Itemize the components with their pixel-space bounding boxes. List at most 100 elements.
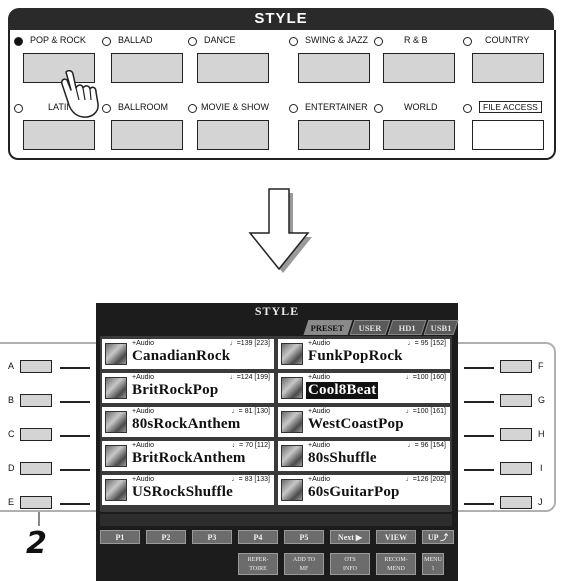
world-button[interactable] (383, 120, 455, 150)
tab-user[interactable]: USER (349, 320, 391, 335)
style-thumbnail-icon (281, 377, 303, 399)
r-and-b-led-indicator (374, 37, 383, 46)
down-arrow-icon (248, 188, 312, 273)
latin-label: LATIN (48, 102, 73, 112)
ots-info-button[interactable]: OTS INFO (330, 553, 370, 575)
side-button-j[interactable] (500, 496, 532, 509)
add-to-mf-button[interactable]: ADD TO MF (284, 553, 324, 575)
page-p1-button[interactable]: P1 (100, 530, 140, 544)
movie-show-button[interactable] (197, 120, 269, 150)
dance-led-indicator (188, 37, 197, 46)
side-connector (464, 401, 494, 403)
recommend-button[interactable]: RECOM- MEND (376, 553, 416, 575)
style-thumbnail-icon (105, 445, 127, 467)
style-list: +Audio ♩=139 [223] CanadianRock +Audio ♩… (100, 336, 452, 512)
side-button-b[interactable] (20, 394, 52, 407)
country-led-indicator (463, 37, 472, 46)
pop-rock-button[interactable] (23, 53, 95, 83)
tab-usb1[interactable]: USB1 (423, 320, 459, 335)
ballroom-button[interactable] (111, 120, 183, 150)
swing-jazz-label: SWING & JAZZ (305, 35, 368, 45)
page-p3-button[interactable]: P3 (192, 530, 232, 544)
side-label-e: E (8, 497, 15, 507)
side-button-c[interactable] (20, 428, 52, 441)
style-item-d[interactable]: +Audio ♩= 70 [112] BritRockAnthem (102, 441, 274, 471)
style-thumbnail-icon (281, 411, 303, 433)
file-access-button[interactable] (472, 120, 544, 150)
entertainer-label: ENTERTAINER (305, 102, 368, 112)
repertoire-button[interactable]: REPER- TOIRE (238, 553, 278, 575)
side-label-a: A (8, 361, 15, 371)
entertainer-led-indicator (289, 104, 298, 113)
side-button-a[interactable] (20, 360, 52, 373)
up-button[interactable]: UP ⤴ (422, 530, 454, 544)
audio-tag: +Audio (132, 374, 154, 381)
tempo-readout: ♩= 83 [133] (231, 476, 270, 483)
side-label-c: C (8, 429, 15, 439)
side-label-b: B (8, 395, 15, 405)
style-item-i[interactable]: +Audio ♩= 96 [154] 80sShuffle (278, 441, 450, 471)
side-label-f: F (538, 361, 544, 371)
audio-tag: +Audio (132, 408, 154, 415)
page-p4-button[interactable]: P4 (238, 530, 278, 544)
style-item-a[interactable]: +Audio ♩=139 [223] CanadianRock (102, 339, 274, 369)
file-access-label: FILE ACCESS (479, 101, 542, 113)
view-button[interactable]: VIEW (376, 530, 416, 544)
style-item-g[interactable]: +Audio ♩=100 [160] Cool8Beat (278, 373, 450, 403)
style-thumbnail-icon (281, 445, 303, 467)
step-pointer-line (38, 512, 40, 526)
style-thumbnail-icon (105, 377, 127, 399)
tab-hd1[interactable]: HD1 (387, 320, 427, 335)
side-button-e[interactable] (20, 496, 52, 509)
side-button-g[interactable] (500, 394, 532, 407)
style-item-b[interactable]: +Audio ♩=124 [199] BritRockPop (102, 373, 274, 403)
dance-button[interactable] (197, 53, 269, 83)
swing-jazz-led-indicator (289, 37, 298, 46)
page-p5-button[interactable]: P5 (284, 530, 324, 544)
style-item-j[interactable]: +Audio ♩=126 [202] 60sGuitarPop (278, 475, 450, 505)
tempo-readout: ♩=124 [199] (229, 374, 270, 381)
style-item-h[interactable]: +Audio ♩=100 [161] WestCoastPop (278, 407, 450, 437)
next-button[interactable]: Next ▶ (330, 530, 370, 544)
side-button-i[interactable] (500, 462, 532, 475)
ballad-led-indicator (102, 37, 111, 46)
style-name: 80sRockAnthem (132, 416, 241, 432)
side-connector (60, 435, 90, 437)
style-name: 60sGuitarPop (308, 484, 400, 500)
style-item-c[interactable]: +Audio ♩= 81 [130] 80sRockAnthem (102, 407, 274, 437)
audio-tag: +Audio (308, 442, 330, 449)
latin-button[interactable] (23, 120, 95, 150)
country-button[interactable] (472, 53, 544, 83)
style-name: BritRockPop (132, 382, 219, 398)
tempo-readout: ♩= 70 [112] (232, 442, 270, 449)
style-item-e[interactable]: +Audio ♩= 83 [133] USRockShuffle (102, 475, 274, 505)
audio-tag: +Audio (132, 476, 154, 483)
movie-show-label: MOVIE & SHOW (201, 102, 270, 112)
side-button-d[interactable] (20, 462, 52, 475)
pop-rock-led-indicator (14, 37, 23, 46)
ballroom-label: BALLROOM (118, 102, 169, 112)
tempo-readout: ♩=126 [202] (405, 476, 446, 483)
style-name: FunkPopRock (308, 348, 403, 364)
menu1-button[interactable]: MENU 1 (422, 553, 444, 575)
audio-tag: +Audio (132, 340, 154, 347)
movie-show-led-indicator (188, 104, 197, 113)
style-info-strip (100, 514, 452, 526)
side-label-g: G (538, 395, 546, 405)
entertainer-button[interactable] (298, 120, 370, 150)
tempo-readout: ♩=139 [223] (229, 340, 270, 347)
page-p2-button[interactable]: P2 (146, 530, 186, 544)
r-and-b-label: R & B (404, 35, 428, 45)
side-button-f[interactable] (500, 360, 532, 373)
side-button-h[interactable] (500, 428, 532, 441)
audio-tag: +Audio (132, 442, 154, 449)
r-and-b-button[interactable] (383, 53, 455, 83)
style-name: USRockShuffle (132, 484, 233, 500)
style-item-f[interactable]: +Audio ♩= 95 [152] FunkPopRock (278, 339, 450, 369)
tab-preset[interactable]: PRESET (303, 320, 353, 335)
side-connector (60, 503, 90, 505)
side-connector (60, 401, 90, 403)
ballad-button[interactable] (111, 53, 183, 83)
swing-jazz-button[interactable] (298, 53, 370, 83)
style-name: BritRockAnthem (132, 450, 246, 466)
